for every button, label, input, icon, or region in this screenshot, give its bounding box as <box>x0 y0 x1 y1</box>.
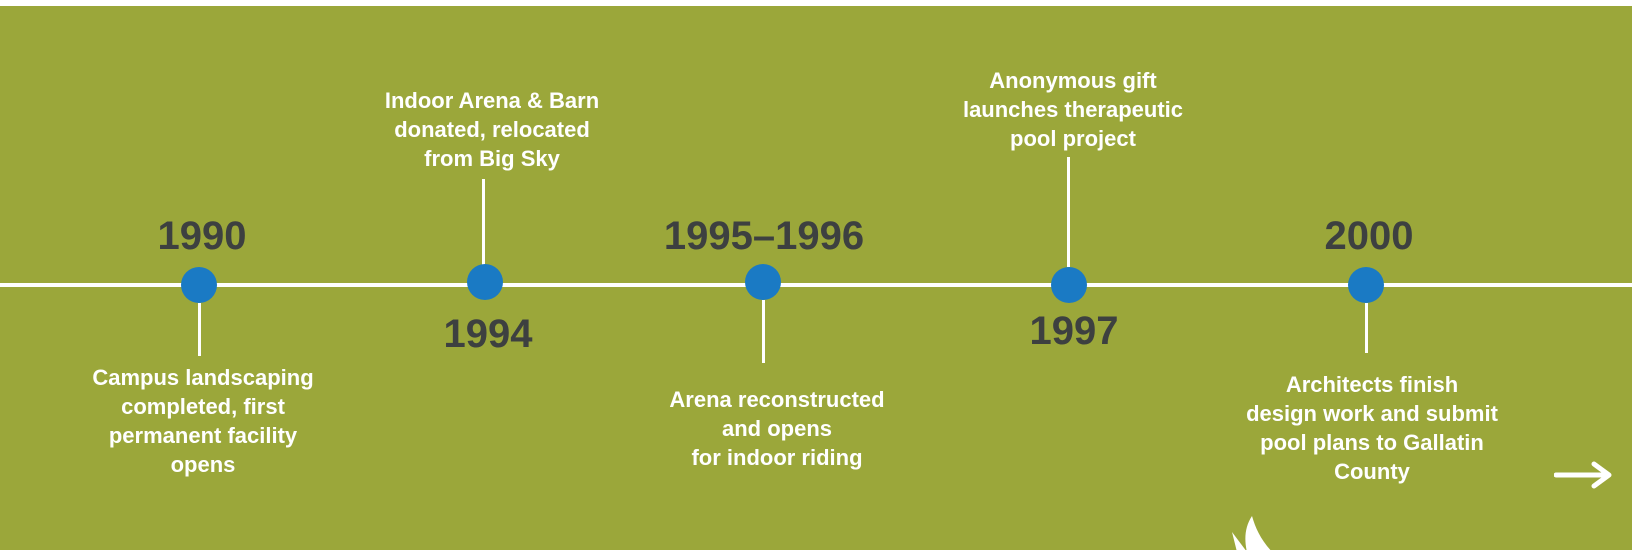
timeline-marker-1990[interactable] <box>181 267 217 303</box>
connector-1990 <box>198 303 201 356</box>
timeline-marker-1997[interactable] <box>1051 267 1087 303</box>
year-label-2000: 2000 <box>1324 214 1414 258</box>
timeline-axis <box>0 283 1632 287</box>
timeline-canvas: 1990 Campus landscaping completed, first… <box>0 6 1632 550</box>
event-description-1994: Indoor Arena & Barn donated, relocated f… <box>384 88 600 171</box>
timeline-marker-2000[interactable] <box>1348 267 1384 303</box>
event-description-2000: Architects finish design work and submit… <box>1246 372 1498 484</box>
event-description-1997: Anonymous gift launches therapeutic pool… <box>962 68 1184 151</box>
year-label-1990: 1990 <box>157 214 247 258</box>
arrow-right-icon[interactable] <box>1554 461 1614 489</box>
connector-2000 <box>1365 303 1368 353</box>
year-label-1995-1996: 1995–1996 <box>663 214 865 258</box>
year-label-1997: 1997 <box>1029 309 1119 353</box>
connector-1997 <box>1067 157 1070 267</box>
year-label-1994: 1994 <box>443 312 533 356</box>
connector-1994 <box>482 179 485 267</box>
event-description-1995-1996: Arena reconstructed and opens for indoor… <box>669 387 885 470</box>
timeline-marker-1994[interactable] <box>467 264 503 300</box>
connector-1995-1996 <box>762 300 765 363</box>
timeline-marker-1995-1996[interactable] <box>745 264 781 300</box>
event-description-1990: Campus landscaping completed, first perm… <box>92 365 314 477</box>
leaf-icon <box>1232 516 1271 550</box>
